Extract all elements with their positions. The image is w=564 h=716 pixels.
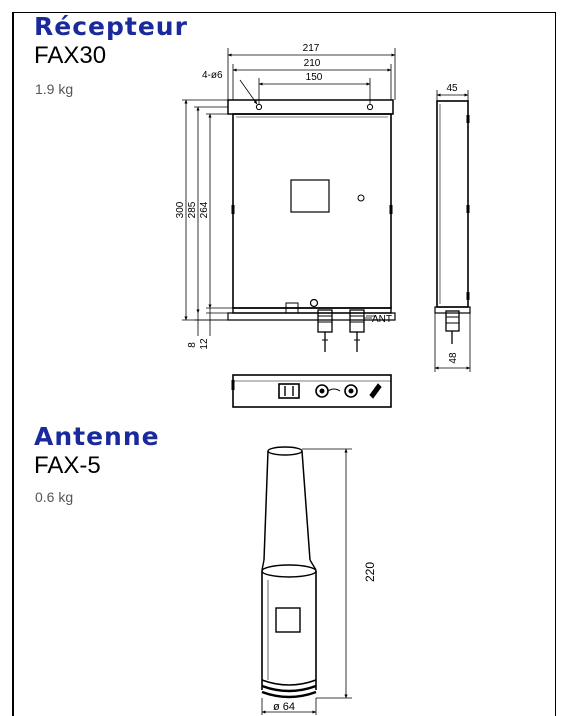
dim-antenna-height: 220	[363, 562, 377, 582]
bottom-connector-icon	[344, 384, 358, 398]
dim-width-outer: 217	[303, 43, 320, 54]
antenna-connector	[349, 309, 365, 352]
dim-height-inner: 264	[199, 201, 210, 218]
receiver-bottom-view	[231, 374, 392, 408]
cable-connector	[317, 309, 333, 352]
indicator-icon	[357, 194, 365, 202]
dim-depth-bottom: 48	[448, 352, 459, 364]
antenna-weight: 0.6 kg	[35, 489, 74, 505]
antenna-dimensions	[261, 448, 352, 715]
screw-icon	[309, 298, 319, 308]
mount-hole-icon	[366, 103, 374, 111]
mount-hole-icon	[255, 103, 263, 111]
antenna-title: Antenne	[34, 422, 160, 451]
antenna-model: FAX-5	[34, 452, 101, 479]
dim-width-mid: 210	[304, 58, 321, 69]
receiver-title: Récepteur	[34, 12, 188, 41]
display-window	[290, 179, 330, 213]
dim-height-outer: 300	[175, 201, 186, 218]
dim-bottom-a: 8	[187, 342, 198, 348]
mounting-bracket	[227, 99, 394, 115]
connector-label: ANT	[372, 314, 392, 325]
dim-holes: 4-ø6	[202, 70, 223, 81]
drawing-sheet	[12, 12, 556, 716]
receiver-dimensions	[182, 48, 396, 336]
receiver-model: FAX30	[34, 42, 107, 69]
side-connector	[445, 310, 460, 344]
receiver-weight: 1.9 kg	[35, 81, 74, 97]
dim-antenna-diameter: ø 64	[273, 701, 295, 713]
receiver-front-view	[227, 99, 396, 352]
dim-bottom-b: 12	[199, 338, 210, 350]
receiver-body	[232, 113, 392, 309]
dim-depth-top: 45	[446, 83, 458, 94]
antenna-window	[275, 607, 301, 633]
antenna-drawing	[261, 446, 317, 699]
receiver-side-view	[434, 90, 471, 372]
dim-width-holes: 150	[306, 72, 323, 83]
dim-height-mid: 285	[187, 201, 198, 218]
